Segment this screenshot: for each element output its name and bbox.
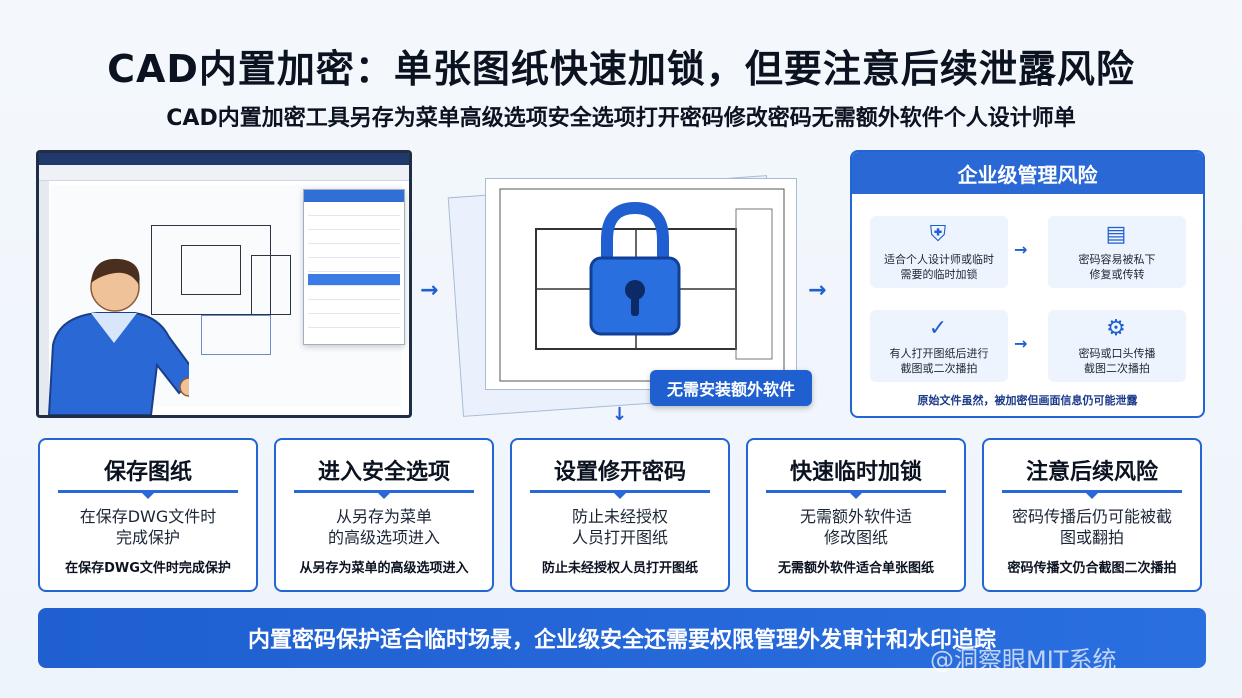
- risk-card: ▤ 密码容易被私下 修复或传转: [1048, 216, 1186, 288]
- risk-text: 密码容易被私下 修复或传转: [1078, 253, 1156, 281]
- save-as-menu[interactable]: [303, 189, 405, 345]
- enterprise-risk-panel: 企业级管理风险 ⛨ 适合个人设计师或临时 需要的临时加锁 → ▤ 密码容易被私下…: [850, 150, 1205, 418]
- step-body: 防止未经授权 人员打开图纸: [571, 507, 668, 547]
- step-divider: [530, 490, 710, 499]
- document-icon: ▤: [1105, 222, 1127, 247]
- floorplan-room: [251, 255, 291, 315]
- cad-titlebar: [39, 153, 409, 165]
- risk-card: ⛨ 适合个人设计师或临时 需要的临时加锁: [870, 216, 1008, 288]
- arrow-right-icon: →: [1014, 240, 1028, 259]
- step-summary: 无需额外软件适合单张图纸: [777, 561, 934, 576]
- risk-text: 密码或口头传播 截图二次播拍: [1078, 347, 1156, 375]
- menu-item[interactable]: [308, 218, 400, 230]
- step-card-security: 进入安全选项 从另存为菜单 的高级选项进入 从另存为菜单的高级选项进入: [274, 438, 494, 592]
- step-title: 设置修开密码: [553, 460, 686, 485]
- risk-card: ✓ 有人打开图纸后进行 截图或二次播拍: [870, 310, 1008, 382]
- step-summary: 防止未经授权人员打开图纸: [541, 561, 698, 576]
- step-summary: 密码传播文仍合截图二次播拍: [1007, 561, 1177, 576]
- step-card-password: 设置修开密码 防止未经授权 人员打开图纸 防止未经授权人员打开图纸: [510, 438, 730, 592]
- step-card-risk: 注意后续风险 密码传播后仍可能被截 图或翻拍 密码传播文仍合截图二次播拍: [982, 438, 1202, 592]
- menu-item[interactable]: [308, 204, 400, 216]
- cad-toolbar: [39, 181, 49, 415]
- menu-item-security-options[interactable]: [308, 274, 400, 286]
- arrow-right-icon: →: [1014, 334, 1028, 353]
- step-divider: [1002, 490, 1182, 499]
- arrow-right-icon: →: [420, 278, 439, 303]
- arrow-right-icon: →: [808, 278, 827, 303]
- step-card-quick-lock: 快速临时加锁 无需额外软件适 修改图纸 无需额外软件适合单张图纸: [746, 438, 966, 592]
- step-body: 无需额外软件适 修改图纸: [799, 507, 912, 547]
- risk-text: 有人打开图纸后进行 截图或二次播拍: [889, 347, 989, 375]
- floorplan-outline: [151, 225, 271, 315]
- menu-item[interactable]: [308, 232, 400, 244]
- menu-item[interactable]: [308, 288, 400, 300]
- page-title: CAD内置加密：单张图纸快速加锁，但要注意后续泄露风险: [107, 47, 1135, 91]
- step-divider: [58, 490, 238, 499]
- locked-drawing-panel: [447, 160, 805, 417]
- menu-item[interactable]: [308, 260, 400, 272]
- step-summary: 在保存DWG文件时完成保护: [65, 561, 231, 576]
- step-body: 密码传播后仍可能被截 图或翻拍: [1011, 507, 1172, 547]
- step-title: 保存图纸: [103, 460, 192, 485]
- check-circle-icon: ✓: [928, 316, 948, 341]
- step-body: 从另存为菜单 的高级选项进入: [327, 507, 440, 547]
- cad-screenshot-panel: [36, 150, 412, 418]
- step-title: 进入安全选项: [317, 460, 450, 485]
- no-extra-software-badge: 无需安装额外软件: [650, 370, 812, 406]
- menu-item[interactable]: [308, 246, 400, 258]
- arrow-down-icon: ↓: [612, 404, 628, 425]
- page-subtitle: CAD内置加密工具另存为菜单高级选项安全选项打开密码修改密码无需额外软件个人设计…: [166, 106, 1076, 131]
- risk-text: 适合个人设计师或临时 需要的临时加锁: [884, 253, 994, 281]
- watermark: @洞察眼MIT系统: [930, 646, 1117, 674]
- step-divider: [766, 490, 946, 499]
- designer-illustration: [47, 258, 189, 415]
- floorplan-room: [181, 245, 241, 295]
- gear-icon: ⚙: [1106, 316, 1126, 341]
- step-divider: [294, 490, 474, 499]
- risk-card: ⚙ 密码或口头传播 截图二次播拍: [1048, 310, 1186, 382]
- cad-ribbon: [39, 165, 409, 181]
- menu-header: [304, 190, 404, 202]
- step-title: 快速临时加锁: [789, 460, 922, 485]
- menu-item[interactable]: [308, 302, 400, 314]
- risk-footer: 原始文件虽然，被加密但画面信息仍可能泄露: [917, 394, 1138, 407]
- menu-item[interactable]: [308, 316, 400, 328]
- risk-panel-title: 企业级管理风险: [852, 152, 1203, 194]
- floorplan-room: [201, 315, 271, 355]
- step-title: 注意后续风险: [1025, 460, 1158, 485]
- step-summary: 从另存为菜单的高级选项进入: [299, 561, 469, 576]
- shield-check-icon: ⛨: [929, 222, 947, 247]
- step-card-save: 保存图纸 在保存DWG文件时 完成保护 在保存DWG文件时完成保护: [38, 438, 258, 592]
- padlock-icon: [589, 201, 681, 336]
- bottom-banner: 内置密码保护适合临时场景，企业级安全还需要权限管理外发审计和水印追踪: [38, 608, 1206, 668]
- step-body: 在保存DWG文件时 完成保护: [79, 507, 217, 547]
